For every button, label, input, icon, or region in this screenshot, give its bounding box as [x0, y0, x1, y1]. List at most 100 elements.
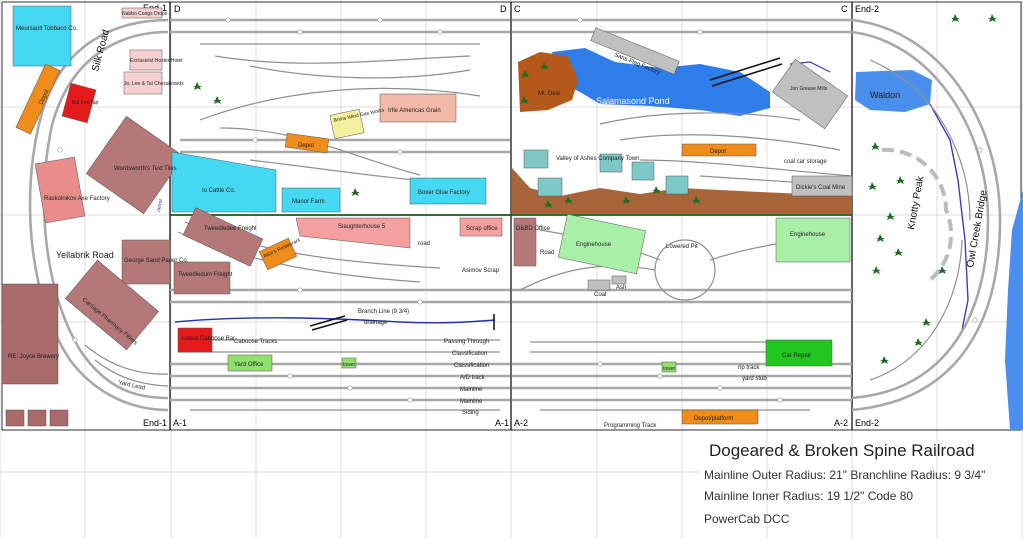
label-class1: Classification [452, 351, 487, 357]
scrap-office-bldg [459, 217, 503, 237]
valley-bldg-1 [523, 149, 549, 169]
loose-caboose-bldg [177, 327, 213, 353]
label-tower-a1: tower [343, 362, 356, 368]
label-mt-dew: Mt. Dew [538, 91, 561, 97]
label-ad-track: A/D track [460, 375, 486, 381]
label-yard-lead: Yard Lead [118, 380, 146, 392]
re-joyce-bldg [1, 283, 59, 385]
corner-a1-right: A-1 [495, 418, 509, 428]
alices-bldg [258, 237, 298, 271]
label-tower-a2: tower [663, 366, 676, 372]
label-car-repair: Car Repair [782, 353, 811, 359]
label-dickie: Dickie's Coal Mine [796, 185, 846, 191]
label-branch-line: Branch Line (9 3/4) [358, 309, 409, 315]
tweedledee-bldg [182, 207, 264, 267]
label-road-a2: Road [540, 250, 554, 256]
tower-a2-bldg [661, 361, 677, 373]
label-hotel: Exclusivist Hoxter Hotel [130, 58, 183, 64]
bridge-a1 [309, 315, 346, 327]
label-raskolnikov: Raskolnikov Axe Factory [44, 196, 110, 202]
corner-d-right: D [500, 4, 507, 14]
label-tweedledum: Tweedledum Freight [178, 272, 233, 278]
label-chessboards: Jo, Lee & Tai Chessboards [124, 81, 184, 87]
label-enginehouse1: Enginehouse [576, 242, 612, 248]
wordsworth-bldg [85, 115, 185, 215]
valley-bldg-3 [631, 161, 655, 181]
valley-bldg-4 [537, 177, 563, 197]
label-wordsworth: Wordsworth's Text Tiles [114, 166, 177, 172]
tweedledum-bldg [173, 261, 231, 295]
label-knotty: Knotty Peak [906, 175, 926, 231]
label-programming: Programming Track [604, 423, 657, 429]
label-salamasond: Salamasond Pond [596, 96, 670, 106]
corner-end1-bottom: End-1 [143, 418, 167, 428]
jon-grease-bldg [771, 58, 849, 130]
branch-line [174, 317, 496, 324]
dickie-bldg [791, 175, 853, 197]
label-rip-track: rip track [738, 365, 760, 371]
glue-bldg [409, 177, 487, 205]
corner-d-left: D [174, 4, 181, 14]
label-depot-d: Depot [298, 143, 314, 149]
dbd-bldg [513, 217, 537, 267]
labels: Meursault Tobbaco Co. Nabbo Coogs Drops … [8, 11, 990, 429]
label-george-sand: George Sand Paper Co. [124, 258, 189, 264]
label-mainline1: Mainline [460, 387, 483, 393]
valley-bldg-5 [665, 175, 689, 195]
label-depot-platform: Depot/platform [694, 416, 733, 422]
knotty-peak-ring [881, 147, 954, 282]
label-dbd: D&BD Office [516, 226, 551, 232]
owl-creek [929, 103, 969, 331]
label-passing: Passing Through [444, 339, 489, 345]
label-depot-c: Depot [710, 149, 726, 155]
label-cattle: Io Cattle Co. [202, 188, 236, 194]
structures [1, 5, 853, 427]
label-mirror: mirror [156, 198, 164, 212]
label-caboose-tracks: Caboose Tracks [234, 339, 277, 345]
label-grain: Irfie Americas Grain [388, 108, 441, 114]
george-sand-bldg [121, 239, 171, 285]
depot-platform-bldg [681, 409, 759, 425]
carriage-bldg [64, 259, 160, 351]
raskolnikov-bldg [34, 156, 86, 224]
water [552, 48, 1023, 430]
right-water [1005, 190, 1023, 430]
label-siding: Siding [462, 410, 479, 416]
waldon-pond [855, 70, 932, 112]
corner-a2-left: A-2 [514, 418, 528, 428]
label-waldon: Waldon [870, 90, 900, 100]
depot-end1-bldg [15, 63, 61, 135]
label-jon-grease: Jon Grease Mills [790, 86, 828, 92]
bridge-c [709, 57, 781, 81]
enginehouse2-bldg [775, 217, 851, 263]
label-mainline2: Mainline [460, 399, 483, 405]
label-coal-storage: coal car storage [784, 159, 827, 165]
label-re-joyce: RE: Joyce Brewery [8, 354, 59, 360]
label-road: road [418, 241, 430, 247]
corner-a2-right: A-2 [834, 418, 848, 428]
label-coogs: Nabbo Coogs Drops [122, 11, 168, 17]
slaughterhouse-bldg [295, 217, 411, 249]
label-yellabrik: Yellabrik Road [56, 250, 114, 260]
chessboards-bldg [123, 71, 163, 95]
yard-office-bldg [227, 354, 273, 372]
trees [193, 14, 997, 364]
corner-end2-bottom: End-2 [855, 418, 879, 428]
cattle-bldg [171, 151, 277, 213]
enginehouse1-bldg [558, 213, 646, 275]
label-ash: Ash [616, 285, 626, 291]
label-loose-caboose: Loose Caboose Bar [182, 336, 235, 342]
label-enginehouse2: Enginehouse [790, 232, 826, 238]
tower-a1-bldg [341, 357, 357, 369]
label-manor: Manor Farm [292, 199, 325, 205]
mt-dew-hill [518, 52, 578, 112]
label-slaughterhouse: Slaughterhouse 5 [338, 224, 386, 230]
label-scrap-office: Scrap office [466, 226, 498, 232]
label-yard-stub: yard stub [742, 376, 767, 382]
label-tobacco: Meursault Tobbaco Co. [16, 26, 78, 32]
corner-a1-left: A-1 [173, 418, 187, 428]
label-kid-fox: Kid Fox Tap [72, 100, 99, 106]
sans-flag-bldg [590, 27, 680, 75]
label-yard-office: Yard Office [234, 362, 264, 368]
